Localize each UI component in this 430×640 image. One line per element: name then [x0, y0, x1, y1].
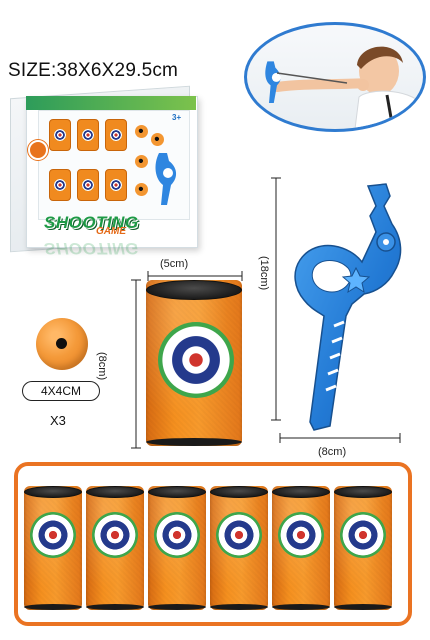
boy-photo-icon: [244, 22, 426, 132]
can-width-label: (5cm): [160, 258, 189, 270]
age-badge: 3+: [172, 113, 182, 122]
target-can-large: [146, 280, 242, 446]
logo-reflection: SHOOTING: [44, 239, 139, 258]
target-can-1: [24, 486, 82, 610]
ball-hole: [56, 338, 67, 349]
target-can-5: [272, 486, 330, 610]
target-can-2: [86, 486, 144, 610]
target-can-6: [334, 486, 392, 610]
package-stripe: [26, 96, 196, 110]
target-can-3: [148, 486, 206, 610]
slingshot-height-label: (18cm): [258, 256, 270, 291]
can-dimension-lines: [131, 271, 243, 449]
slingshot-width-label: (8cm): [318, 446, 347, 458]
package-badge: [28, 140, 48, 160]
slingshot-icon: [294, 183, 402, 431]
ball-size-label: 4X4CM: [22, 381, 100, 401]
slingshot-dimension-lines: [271, 177, 401, 443]
logo-game: GAME: [96, 226, 126, 237]
logo-shooting: SHOOTING: [44, 213, 139, 232]
package-window: [38, 110, 190, 220]
can-height-label: (8cm): [96, 352, 108, 381]
product-size-title: SIZE:38X6X29.5cm: [8, 60, 179, 81]
ball-quantity: X3: [50, 413, 66, 428]
target-can-4: [210, 486, 268, 610]
target-icon: [158, 322, 234, 398]
